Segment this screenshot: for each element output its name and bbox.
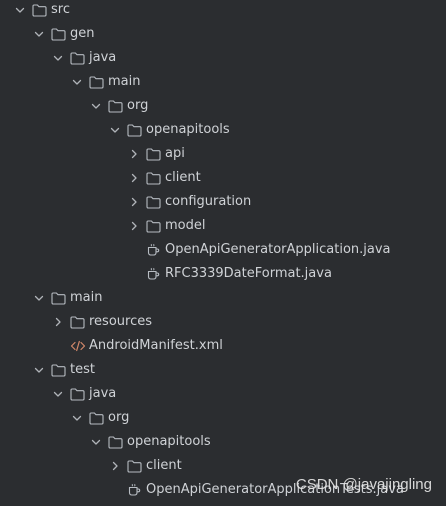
folder-icon bbox=[146, 214, 161, 238]
java-file-icon bbox=[127, 478, 141, 502]
chevron-right-icon[interactable] bbox=[128, 190, 140, 214]
chevron-right-icon[interactable] bbox=[128, 142, 140, 166]
tree-node-label: main bbox=[108, 74, 141, 89]
chevron-down-icon[interactable] bbox=[33, 358, 45, 382]
tree-node-label: api bbox=[165, 146, 185, 161]
chevron-right-icon[interactable] bbox=[128, 214, 140, 238]
tree-node-openapigeneratorapplication-java[interactable]: OpenApiGeneratorApplication.java bbox=[0, 238, 446, 262]
tree-node-configuration[interactable]: configuration bbox=[0, 190, 446, 214]
tree-node-api[interactable]: api bbox=[0, 142, 446, 166]
tree-node-src[interactable]: src bbox=[0, 0, 446, 22]
folder-icon bbox=[146, 142, 161, 166]
folder-icon bbox=[108, 94, 123, 118]
tree-node-label: openapitools bbox=[146, 122, 230, 137]
chevron-down-icon[interactable] bbox=[71, 70, 83, 94]
folder-icon bbox=[89, 406, 104, 430]
tree-node-main[interactable]: main bbox=[0, 286, 446, 310]
tree-node-java[interactable]: java bbox=[0, 382, 446, 406]
chevron-down-icon[interactable] bbox=[109, 118, 121, 142]
chevron-right-icon[interactable] bbox=[109, 454, 121, 478]
tree-node-label: gen bbox=[70, 26, 95, 41]
tree-node-label: RFC3339DateFormat.java bbox=[165, 266, 332, 281]
tree-node-main[interactable]: main bbox=[0, 70, 446, 94]
chevron-down-icon[interactable] bbox=[14, 0, 26, 22]
folder-icon bbox=[127, 454, 142, 478]
tree-node-label: java bbox=[89, 386, 117, 401]
tree-node-label: client bbox=[165, 170, 201, 185]
tree-node-label: openapitools bbox=[127, 434, 211, 449]
java-file-icon bbox=[146, 262, 160, 286]
folder-icon bbox=[51, 286, 66, 310]
tree-node-resources[interactable]: resources bbox=[0, 310, 446, 334]
tree-node-label: AndroidManifest.xml bbox=[89, 338, 223, 353]
chevron-down-icon[interactable] bbox=[90, 94, 102, 118]
tree-node-label: client bbox=[146, 458, 182, 473]
tree-node-model[interactable]: model bbox=[0, 214, 446, 238]
tree-node-openapitools[interactable]: openapitools bbox=[0, 430, 446, 454]
chevron-down-icon[interactable] bbox=[52, 46, 64, 70]
tree-node-openapitools[interactable]: openapitools bbox=[0, 118, 446, 142]
java-file-icon bbox=[146, 238, 160, 262]
watermark: CSDN @javajingling bbox=[295, 476, 432, 493]
tree-node-org[interactable]: org bbox=[0, 94, 446, 118]
tree-node-client[interactable]: client bbox=[0, 166, 446, 190]
chevron-down-icon[interactable] bbox=[90, 430, 102, 454]
tree-node-gen[interactable]: gen bbox=[0, 22, 446, 46]
tree-node-label: configuration bbox=[165, 194, 252, 209]
tree-node-label: OpenApiGeneratorApplication.java bbox=[165, 242, 391, 257]
chevron-down-icon[interactable] bbox=[33, 22, 45, 46]
folder-icon bbox=[70, 310, 85, 334]
tree-node-test[interactable]: test bbox=[0, 358, 446, 382]
chevron-down-icon[interactable] bbox=[33, 286, 45, 310]
chevron-right-icon[interactable] bbox=[52, 310, 64, 334]
folder-icon bbox=[70, 46, 85, 70]
folder-icon bbox=[108, 430, 123, 454]
tree-node-rfc3339dateformat-java[interactable]: RFC3339DateFormat.java bbox=[0, 262, 446, 286]
tree-node-label: java bbox=[89, 50, 117, 65]
tree-node-label: test bbox=[70, 362, 95, 377]
folder-icon bbox=[70, 382, 85, 406]
tree-node-label: org bbox=[127, 98, 149, 113]
tree-node-org[interactable]: org bbox=[0, 406, 446, 430]
tree-node-label: src bbox=[51, 2, 70, 17]
xml-file-icon bbox=[70, 334, 86, 358]
chevron-right-icon[interactable] bbox=[128, 166, 140, 190]
folder-icon bbox=[146, 166, 161, 190]
tree-node-java[interactable]: java bbox=[0, 46, 446, 70]
tree-node-client[interactable]: client bbox=[0, 454, 446, 478]
folder-icon bbox=[146, 190, 161, 214]
tree-node-label: resources bbox=[89, 314, 153, 329]
chevron-down-icon[interactable] bbox=[71, 406, 83, 430]
folder-icon bbox=[127, 118, 142, 142]
folder-icon bbox=[89, 70, 104, 94]
folder-icon bbox=[51, 358, 66, 382]
folder-icon bbox=[51, 22, 66, 46]
tree-node-openapigeneratorapplicationtests-java[interactable]: OpenApiGeneratorApplicationTests.java bbox=[0, 478, 446, 502]
tree-node-label: OpenApiGeneratorApplicationTests.java bbox=[146, 482, 404, 497]
chevron-down-icon[interactable] bbox=[52, 382, 64, 406]
tree-node-label: model bbox=[165, 218, 206, 233]
folder-icon bbox=[32, 0, 47, 22]
tree-node-label: org bbox=[108, 410, 130, 425]
tree-node-androidmanifest-xml[interactable]: AndroidManifest.xml bbox=[0, 334, 446, 358]
tree-node-label: main bbox=[70, 290, 103, 305]
